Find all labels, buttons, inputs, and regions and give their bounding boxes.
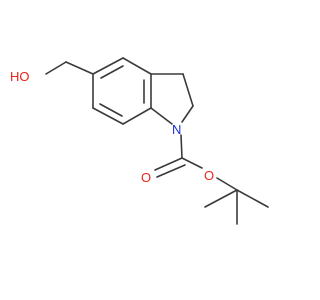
bond-c3-c2 (182, 73, 194, 107)
carbonyl-oxygen-label: O (141, 170, 151, 185)
double-bond-inner-1 (100, 65, 124, 79)
bond-tbu-methyl-3 (236, 189, 269, 208)
hydroxyl-label: HO (10, 69, 30, 84)
bond-o-ch2 (45, 61, 67, 75)
bond-aryl-4 (122, 107, 152, 125)
bond-carbonyl-o-2 (156, 164, 186, 178)
nitrogen-label: N (172, 122, 181, 137)
double-bond-inner-3 (99, 103, 123, 117)
bond-carbonyl-ester-o (181, 157, 203, 169)
bond-c2-n (181, 105, 194, 123)
ester-oxygen-label: O (204, 168, 214, 183)
molecule-structure: HO N O O (10, 57, 269, 225)
bond-aryl-2 (122, 57, 152, 75)
bond-n-c7a (150, 107, 173, 125)
bond-ester-o-tbu (216, 177, 238, 191)
bond-ch2-aryl (65, 61, 94, 75)
bond-n-carbonyl (180, 134, 183, 159)
bond-aryl-5 (92, 107, 124, 125)
bond-carbonyl-o-1 (154, 157, 183, 171)
bond-tbu-methyl-2 (204, 189, 238, 208)
bond-aryl-1 (92, 57, 124, 75)
